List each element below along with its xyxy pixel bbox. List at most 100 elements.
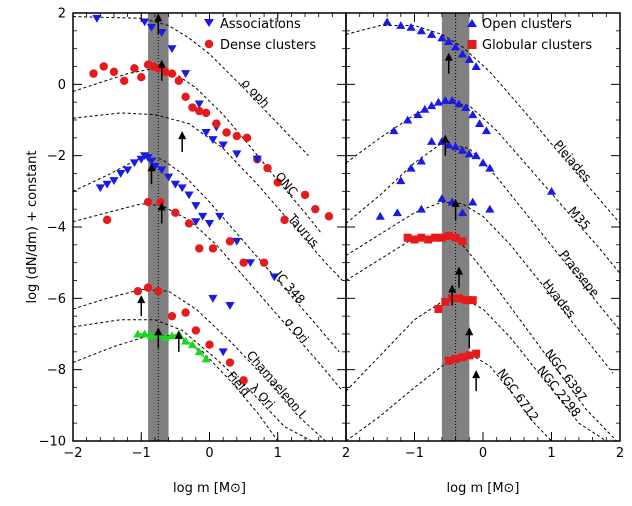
ic-348-arrow-head (147, 163, 156, 172)
ngc-6397-point (403, 233, 412, 242)
ngc-6397-point (444, 231, 453, 240)
field-data-line (137, 333, 207, 360)
chamaeleon-i-point (167, 311, 177, 321)
legend-open-clusters-marker (467, 19, 477, 27)
m35-point (481, 126, 492, 135)
oph-point (146, 23, 157, 32)
onc-fit-curve (73, 67, 323, 235)
taurus-arrow (178, 131, 187, 153)
m35-point (389, 126, 399, 135)
praesepe-point (485, 163, 495, 172)
field-curve-label: Field (224, 369, 253, 399)
y-tick-label: −10 (39, 435, 66, 450)
x-tick-label: 2 (342, 446, 350, 461)
chamaeleon-i-arrow-head (137, 295, 146, 304)
legend-associations-marker (204, 19, 214, 27)
ori-point (324, 212, 334, 221)
ngc-2298-point (455, 294, 464, 303)
hyades-curve-label: Hyades (539, 277, 578, 321)
praesepe-point (375, 211, 385, 220)
oph-point (167, 45, 177, 54)
x-tick-label: −1 (132, 446, 151, 461)
ngc-6397-point (451, 233, 460, 242)
y-axis-title: log (dN/dm) + constant (25, 150, 40, 303)
y-tick-label: −2 (47, 149, 66, 164)
right-arrows (441, 52, 481, 392)
legend-open-clusters-label: Open clusters (482, 17, 572, 32)
ngc-6712-fit-curve (346, 353, 552, 441)
m35-point (403, 115, 413, 124)
x-tick-label: 1 (547, 446, 555, 461)
ngc-2298-arrow (465, 327, 474, 349)
extra-point (245, 259, 256, 268)
ngc-6397-arrow (448, 284, 457, 306)
ngc-6397-point (424, 235, 433, 244)
m35-arrow-head (441, 134, 450, 143)
pleiades-arrow (444, 52, 453, 74)
ori-point (171, 208, 180, 217)
legend-globular-clusters-label: Globular clusters (482, 38, 592, 53)
ngc-6712-point (458, 353, 467, 362)
ori-arrow (157, 202, 166, 224)
pleiades-point (451, 42, 461, 51)
y-tick-label: 2 (58, 7, 66, 22)
pleiades-point (427, 30, 437, 38)
m35-point (420, 104, 430, 113)
extra-point (225, 302, 235, 310)
ic-348-point (191, 202, 201, 210)
ori-point (300, 190, 310, 200)
right-legend: Open clusters Globular clusters (467, 17, 592, 53)
pleiades-arrow-head (444, 52, 453, 61)
m35-point (447, 96, 457, 104)
oph-arrow (154, 13, 163, 35)
legend-dense-clusters-marker (204, 39, 214, 49)
ic-348-point (95, 184, 105, 193)
m35-point (413, 110, 423, 119)
chamaeleon-i-point (181, 308, 190, 317)
ngc-6712-curve-label: NGC 6712 (494, 366, 541, 424)
taurus-point (218, 141, 228, 150)
praesepe-point (471, 151, 481, 160)
hyades-arrow-head (455, 266, 464, 275)
m35-point (433, 97, 444, 106)
ori-point (225, 358, 235, 367)
y-tick-label: −4 (47, 221, 66, 236)
hyades-point (485, 204, 495, 213)
ic-348-point (170, 180, 180, 189)
ic-348-point (109, 177, 119, 186)
ori-point (280, 215, 289, 225)
onc-point (174, 76, 183, 85)
ngc-6397-arrow-head (448, 284, 457, 293)
ngc-2298-point (468, 296, 477, 305)
oph-point (157, 29, 167, 37)
hyades-fit-curve (346, 201, 614, 374)
onc-point (273, 178, 282, 187)
onc-point (195, 106, 204, 116)
ori-point (191, 326, 201, 335)
chamaeleon-i-fit-curve (73, 288, 326, 441)
ngc-6397-point (437, 233, 446, 242)
oph-point (140, 18, 150, 27)
ori-point (205, 340, 214, 349)
ori-point (195, 244, 204, 253)
field-arrow-head (174, 330, 183, 339)
ori-fit-curve (73, 319, 313, 441)
taurus-point (201, 129, 211, 137)
ngc-6712-point (444, 356, 453, 365)
ngc-2298-point (441, 297, 450, 306)
onc-point (263, 163, 272, 173)
ngc-6712-point (451, 354, 460, 363)
extra-point (215, 212, 225, 221)
taurus-arrow-head (178, 131, 187, 140)
ori-point (156, 197, 165, 207)
oph-arrow-head (154, 13, 163, 22)
pleiades-point (396, 21, 406, 29)
m35-point (468, 110, 478, 119)
ori-point (143, 197, 153, 207)
praesepe-point (396, 176, 406, 185)
ic-348-point (146, 157, 157, 166)
hyades-point (437, 194, 447, 202)
ic-348-point (184, 191, 194, 200)
